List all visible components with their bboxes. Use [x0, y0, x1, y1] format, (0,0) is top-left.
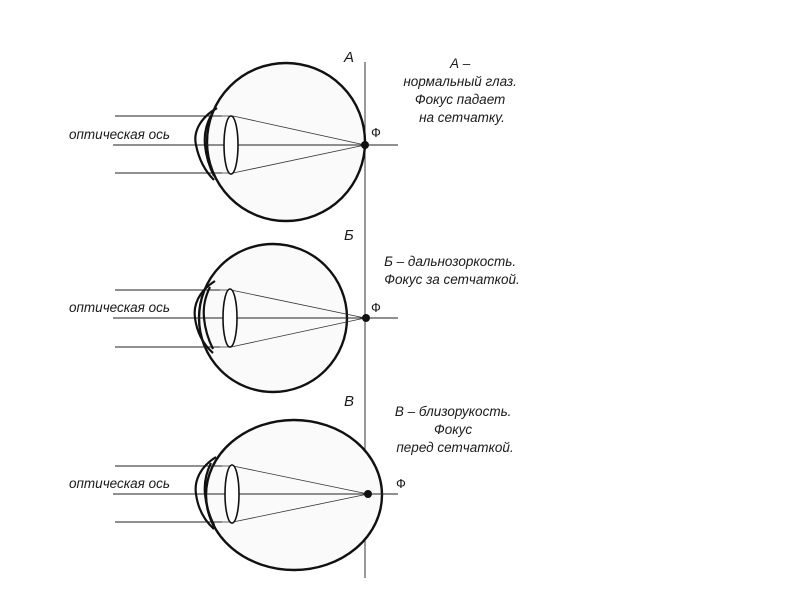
focus-label: Ф	[396, 476, 406, 491]
panel-letter: Б	[344, 227, 354, 244]
focus-label: Ф	[371, 300, 381, 315]
focus-label: Ф	[371, 125, 381, 140]
panel-normal-eye: Ф оптическая ось А А – нормальный глаз. …	[69, 49, 521, 221]
optical-axis-label: оптическая ось	[69, 300, 170, 315]
lens	[223, 289, 237, 347]
caption: А – нормальный глаз. Фокус падает на сет…	[403, 56, 520, 125]
caption: В – близорукость. Фокус перед сетчаткой.	[395, 404, 515, 455]
panel-letter: В	[344, 393, 354, 410]
focus-point	[364, 490, 372, 498]
optical-axis-label: оптическая ось	[69, 476, 170, 491]
panel-nearsighted-eye: Ф оптическая ось В В – близорукость. Фок…	[69, 393, 515, 570]
panel-letter: А	[343, 49, 354, 66]
focus-point	[362, 314, 370, 322]
panel-farsighted-eye: Ф оптическая ось Б Б – дальнозоркость. Ф…	[69, 227, 520, 392]
lens	[225, 465, 239, 523]
optical-axis-label: оптическая ось	[69, 127, 170, 142]
lens	[224, 116, 238, 174]
caption: Б – дальнозоркость. Фокус за сетчаткой.	[384, 254, 520, 287]
focus-point	[361, 141, 369, 149]
